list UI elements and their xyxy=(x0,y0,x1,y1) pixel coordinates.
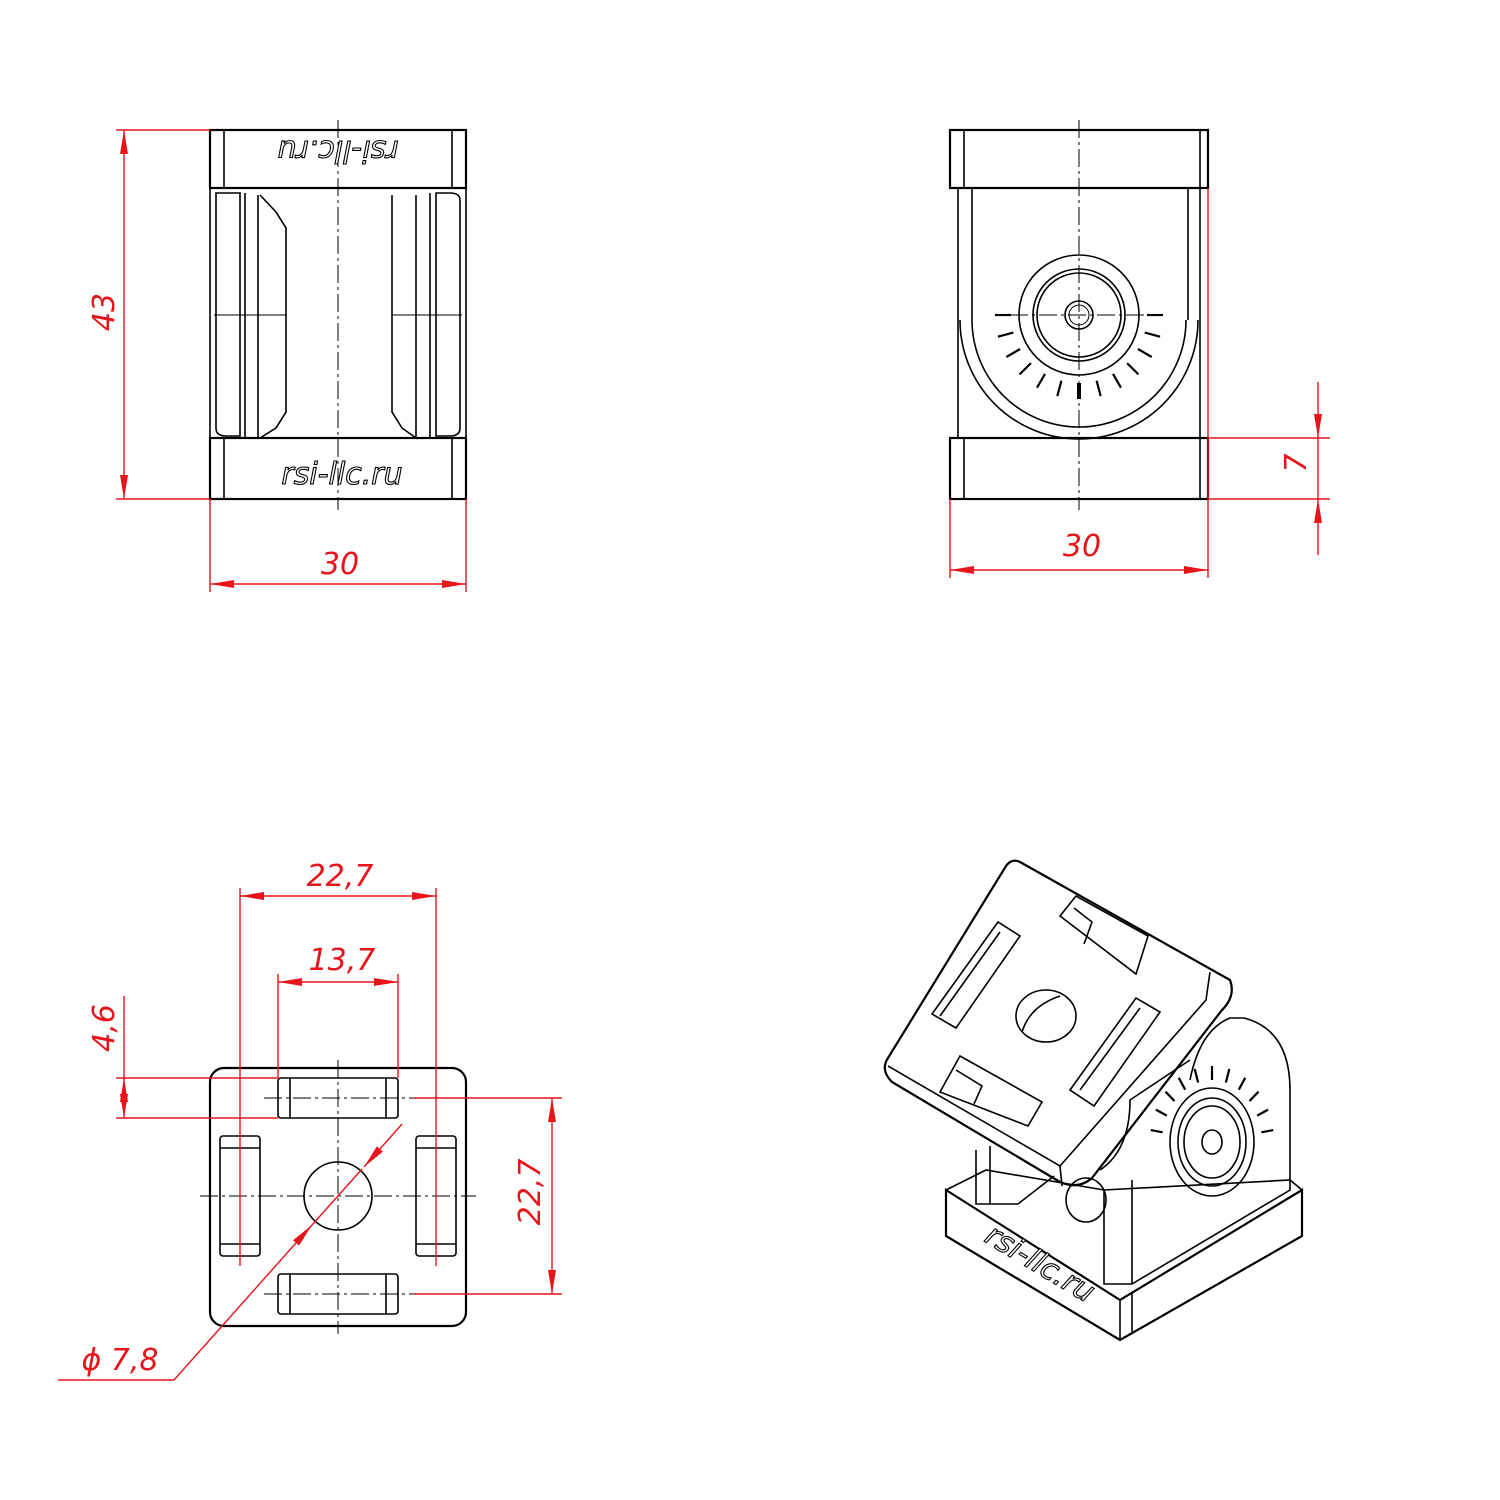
front-height-value: 43 xyxy=(87,293,122,331)
iso-scale-tick xyxy=(1237,1077,1247,1091)
hole-diameter-value: ϕ 7,8 xyxy=(81,1343,158,1378)
inner-slot-spacing-dimension: 13,7 xyxy=(277,943,399,1078)
scale-tick xyxy=(1005,348,1021,358)
iso-scale-tick xyxy=(1177,1077,1187,1091)
side-width-value: 30 xyxy=(1063,529,1101,564)
side-width-dimension: 30 xyxy=(949,188,1209,578)
side-view xyxy=(948,120,1210,510)
side-base-height-value: 7 xyxy=(1279,453,1314,472)
scale-tick xyxy=(1144,331,1161,338)
vertical-slot-spacing-value: 22,7 xyxy=(513,1159,548,1226)
slot-width-value: 4,6 xyxy=(87,1004,122,1052)
front-bottom-logo: rsi-llc.ru xyxy=(281,457,402,492)
iso-scale-tick xyxy=(1155,1108,1168,1117)
front-width-dimension: 30 xyxy=(209,499,467,592)
side-base-height-dimension: 7 xyxy=(1208,382,1330,555)
scale-tick xyxy=(1018,362,1032,376)
front-height-dimension: 43 xyxy=(87,129,210,500)
front-view: rsi-llc.ru rsi-llc.ru xyxy=(208,120,468,510)
scale-tick xyxy=(1112,373,1122,389)
scale-tick xyxy=(1056,380,1063,397)
iso-scale-tick xyxy=(1261,1129,1274,1134)
scale-tick xyxy=(1036,373,1046,389)
hole-diameter-dimension: ϕ 7,8 xyxy=(58,1123,403,1381)
iso-scale-tick xyxy=(1164,1090,1176,1102)
scale-tick xyxy=(1095,380,1102,397)
isometric-view: rsi-llc.ru xyxy=(883,859,1304,1342)
front-top-logo: rsi-llc.ru xyxy=(277,133,398,168)
outer-slot-spacing-dimension: 22,7 xyxy=(239,859,437,1266)
scale-tick xyxy=(1126,362,1140,376)
inner-slot-spacing-value: 13,7 xyxy=(309,943,376,978)
iso-base-logo: rsi-llc.ru xyxy=(979,1218,1101,1310)
iso-scale-tick xyxy=(1224,1068,1231,1083)
outer-slot-spacing-value: 22,7 xyxy=(307,859,374,894)
bottom-view xyxy=(200,1060,476,1334)
scale-tick xyxy=(1137,348,1153,358)
slot-width-dimension: 4,6 xyxy=(87,996,278,1119)
vertical-slot-spacing-dimension: 22,7 xyxy=(414,1097,562,1295)
angle-scale-ticks xyxy=(995,313,1163,399)
iso-scale-tick xyxy=(1256,1108,1269,1117)
iso-angle-scale-ticks xyxy=(1150,1066,1274,1134)
iso-scale-tick xyxy=(1150,1129,1163,1134)
scale-tick xyxy=(997,331,1014,338)
front-width-value: 30 xyxy=(321,547,359,582)
iso-scale-tick xyxy=(1248,1090,1260,1102)
iso-scale-tick xyxy=(1193,1068,1200,1083)
